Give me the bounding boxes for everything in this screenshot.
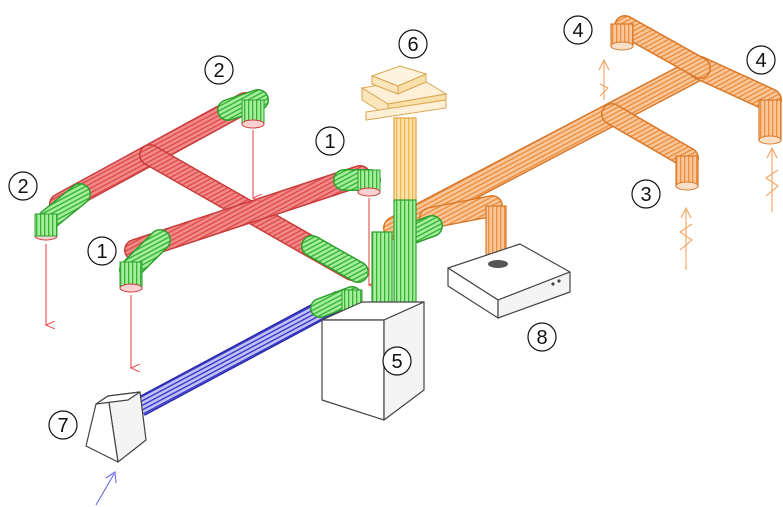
label-2-left: 2 bbox=[8, 171, 38, 201]
supply-arrows bbox=[46, 130, 369, 368]
label-8: 8 bbox=[527, 322, 557, 352]
outdoor-air-intake bbox=[85, 391, 147, 463]
outdoor-air-duct bbox=[135, 286, 363, 416]
label-6: 6 bbox=[398, 29, 428, 59]
kitchen-hood bbox=[447, 243, 571, 319]
label-2-top: 2 bbox=[204, 55, 234, 85]
svg-text:6: 6 bbox=[407, 34, 418, 56]
svg-text:8: 8 bbox=[536, 327, 547, 349]
extract-arrows bbox=[598, 58, 779, 270]
svg-text:1: 1 bbox=[96, 241, 107, 263]
svg-text:3: 3 bbox=[640, 184, 651, 206]
svg-text:7: 7 bbox=[57, 415, 68, 437]
svg-text:4: 4 bbox=[755, 50, 766, 72]
svg-text:1: 1 bbox=[324, 131, 335, 153]
label-4-left: 4 bbox=[563, 15, 593, 45]
svg-text:2: 2 bbox=[213, 60, 224, 82]
intake-arrow bbox=[95, 471, 117, 506]
label-1-left: 1 bbox=[87, 236, 117, 266]
extract-duct-network bbox=[383, 15, 782, 265]
svg-text:4: 4 bbox=[572, 20, 583, 42]
svg-text:2: 2 bbox=[17, 176, 28, 198]
label-5: 5 bbox=[382, 346, 412, 376]
svg-text:5: 5 bbox=[391, 351, 402, 373]
label-3: 3 bbox=[631, 179, 661, 209]
label-4-right: 4 bbox=[746, 45, 776, 75]
label-1-top: 1 bbox=[315, 126, 345, 156]
label-7: 7 bbox=[48, 410, 78, 440]
supply-duct-network bbox=[34, 89, 381, 293]
exhaust-stack bbox=[360, 65, 448, 319]
